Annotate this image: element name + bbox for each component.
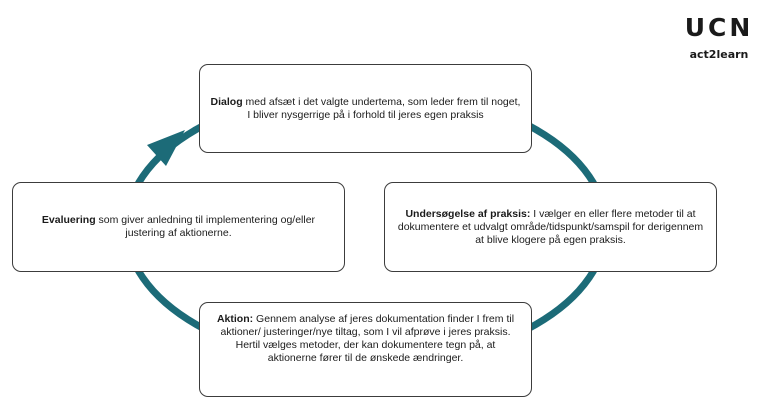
logo-subtitle: act2learn [689,48,749,61]
evaluering-description: som giver anledning til imple­mentering … [95,214,316,239]
evaluering-text: Evaluering som giver anledning til imple… [23,214,334,240]
evaluering-box: Evaluering som giver anledning til imple… [12,182,345,272]
logo-mark: UCN [684,13,754,42]
aktion-description: Gennem analyse af jeres dokumentation fi… [220,313,515,364]
dialog-description: med afsæt i det valgte undertema, som le… [242,95,521,121]
undersoegelse-description: I vælger en eller flere metoder til at d… [397,207,704,246]
cycle-arrow-head [147,130,185,166]
dialog-text: Dialog med afsæt i det valgte undertema,… [210,96,521,122]
ucn-logo: UCN act2learn [684,14,754,62]
aktion-box: Aktion: Gennem analyse af jeres dokument… [199,302,532,397]
evaluering-title: Evaluering [41,214,96,226]
dialog-title: Dialog [210,95,243,108]
undersoegelse-title: Undersøgelse af praksis: [405,207,531,220]
undersoegelse-box: Undersøgelse af praksis: I vælger en ell… [384,182,717,272]
dialog-box: Dialog med afsæt i det valgte undertema,… [199,64,532,153]
aktion-text: Aktion: Gennem analyse af jeres dokument… [210,313,521,365]
aktion-title: Aktion: [216,313,254,325]
undersoegelse-text: Undersøgelse af praksis: I vælger en ell… [395,208,706,247]
